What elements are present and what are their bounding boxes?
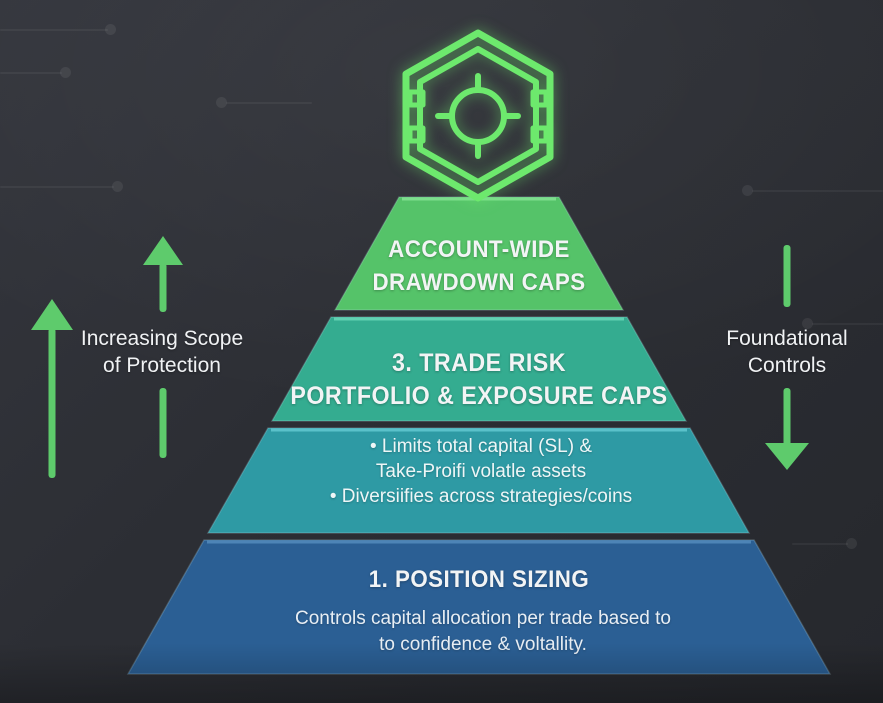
- circuit-node: [60, 67, 71, 78]
- circuit-trace: [792, 543, 848, 545]
- up-arrow-left-tall: [31, 299, 73, 478]
- tier3-bullet1: • Limits total capital (SL) &: [369, 436, 593, 457]
- circuit-trace: [812, 323, 883, 325]
- tier1-line1: ACCOUNT-WIDE: [388, 236, 570, 263]
- circuit-trace: [226, 102, 312, 104]
- tier4-heading: 1. POSITION SIZING: [368, 566, 590, 593]
- circuit-trace: [0, 29, 108, 31]
- tier-position-sizing: [126, 539, 832, 675]
- right-annotation-line1: Foundational: [726, 327, 848, 350]
- left-annotation-line2: of Protection: [103, 354, 221, 377]
- tier-account-wide-drawdown-caps: [333, 196, 625, 311]
- tier4-body: Controls capital allocation per trade ba…: [295, 606, 671, 658]
- tier3-bullet2: • Diversiifies across strategies/coins: [329, 486, 633, 507]
- down-arrow-right: [765, 245, 809, 470]
- right-annotation-label: Foundational Controls: [726, 325, 847, 379]
- tier2-line1: 3. TRADE RISK: [391, 349, 566, 377]
- tier4-body-line2: to confidence & voltallity.: [379, 634, 587, 655]
- tier2-title: 3. TRADE RISK PORTFOLIO & EXPOSURE CAPS: [290, 347, 667, 413]
- circuit-node: [846, 538, 857, 549]
- circuit-trace: [0, 186, 114, 188]
- left-annotation-line1: Increasing Scope: [80, 327, 244, 350]
- circuit-trace: [752, 190, 883, 192]
- right-annotation-line2: Controls: [747, 354, 827, 377]
- tier1-line2: DRAWDOWN CAPS: [372, 269, 586, 296]
- tier-trade-risk-details: [206, 427, 751, 534]
- tier4-body-line1: Controls capital allocation per trade ba…: [294, 608, 672, 629]
- circuit-node: [216, 97, 227, 108]
- tier-trade-risk: [270, 316, 688, 422]
- tier3-bullets: • Limits total capital (SL) & Take-Proif…: [330, 434, 632, 509]
- circuit-node: [105, 24, 116, 35]
- tier2-line2: PORTFOLIO & EXPOSURE CAPS: [290, 382, 668, 410]
- circuit-node: [112, 181, 123, 192]
- circuit-node: [742, 185, 753, 196]
- up-arrow-left-center: [143, 236, 183, 458]
- left-annotation-label: Increasing Scope of Protection: [81, 325, 243, 379]
- tier3-bullet1b: Take-Proifi volatle assets: [375, 461, 587, 482]
- circuit-node: [802, 318, 813, 329]
- circuit-trace: [0, 72, 62, 74]
- tier1-title: ACCOUNT-WIDE DRAWDOWN CAPS: [372, 233, 585, 299]
